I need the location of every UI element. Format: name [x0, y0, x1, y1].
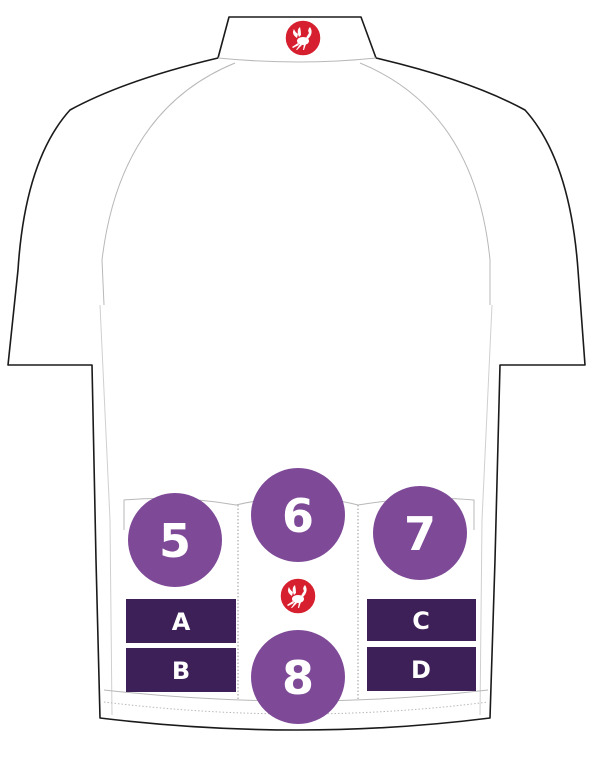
zone-8-circle: 8	[251, 630, 345, 724]
collar-logo	[285, 20, 321, 56]
zone-6-circle: 6	[251, 468, 345, 562]
zone-a-label: A	[172, 608, 191, 636]
zone-8-label: 8	[282, 651, 314, 705]
zone-d-rect: D	[367, 647, 476, 691]
zone-7-label: 7	[404, 507, 436, 561]
zone-5-label: 5	[159, 514, 191, 568]
zone-a-rect: A	[126, 599, 236, 643]
zone-c-label: C	[412, 607, 430, 635]
zone-b-rect: B	[126, 648, 236, 692]
zone-7-circle: 7	[373, 486, 467, 580]
zone-6-label: 6	[282, 489, 314, 543]
zone-d-label: D	[411, 656, 431, 684]
center-logo	[280, 578, 316, 614]
zone-b-label: B	[172, 657, 190, 685]
jersey-outline	[8, 17, 585, 730]
zone-c-rect: C	[367, 599, 476, 641]
zone-5-circle: 5	[128, 493, 222, 587]
